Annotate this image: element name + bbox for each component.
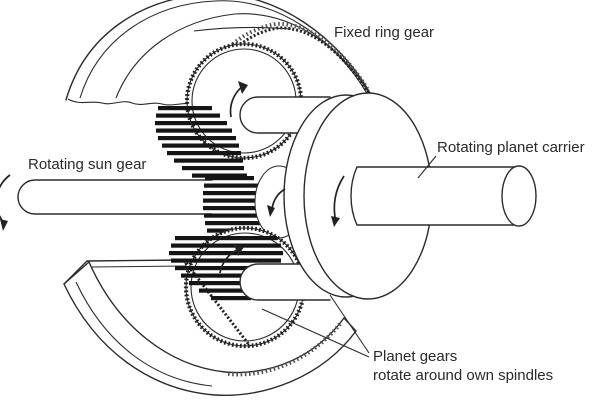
planet-gears-leader-line-2 — [329, 294, 370, 354]
leader-lines — [261, 155, 437, 358]
sun-shaft-rotation-arrow-icon — [0, 174, 11, 231]
carrier-leader-line — [417, 155, 437, 179]
labels: Fixed ring gear Rotating planet carrier … — [28, 24, 585, 384]
label-rotating-planet-carrier: Rotating planet carrier — [437, 139, 585, 156]
label-planet-gears-line1: Planet gears — [373, 348, 457, 365]
lower-mesh-teeth — [169, 236, 283, 301]
planet-gears-leader-line-1 — [261, 308, 370, 358]
sun-gear-shaft — [17, 179, 213, 215]
carrier-output-shaft — [350, 165, 537, 227]
lower-planet-rotation-arrow-icon — [219, 244, 244, 274]
sun-gear-rotation-arrow-icon — [267, 188, 286, 217]
carrier-rotation-arrow-icon — [331, 175, 345, 227]
label-fixed-ring-gear: Fixed ring gear — [334, 24, 434, 41]
upper-planet-rotation-arrow-icon — [229, 81, 248, 118]
label-planet-gears-line2: rotate around own spindles — [373, 367, 553, 384]
label-rotating-sun-gear: Rotating sun gear — [28, 156, 146, 173]
upper-planet-gear-teeth — [155, 106, 247, 178]
